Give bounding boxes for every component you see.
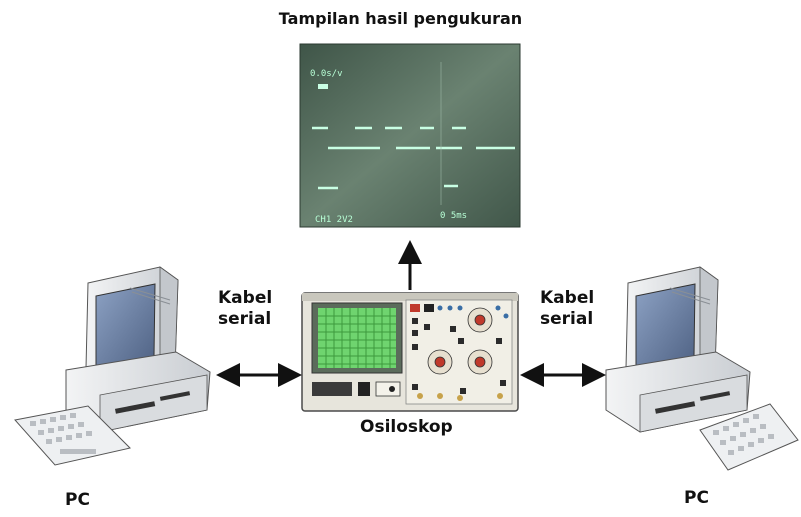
trace-lower xyxy=(318,184,458,190)
cable-label-left-line2: serial xyxy=(218,309,272,329)
readout-bottom-left: CH1 2V2 xyxy=(315,215,353,225)
cable-label-right: Kabel serial xyxy=(540,288,594,330)
pc-right-label: PC xyxy=(684,488,709,508)
cable-label-left-line1: Kabel xyxy=(218,288,273,308)
cable-label-left: Kabel serial xyxy=(218,288,272,330)
readout-bottom-right: 0 5ms xyxy=(440,211,467,221)
marker-block xyxy=(318,84,328,89)
oscilloscope-icon xyxy=(301,292,519,412)
pc-left-icon xyxy=(14,266,211,466)
display-title: Tampilan hasil pengukuran xyxy=(278,9,523,28)
pc-right-icon xyxy=(605,266,799,471)
pc-left-label: PC xyxy=(65,490,90,510)
oscilloscope-label: Osiloskop xyxy=(360,417,453,437)
cable-label-right-line1: Kabel xyxy=(540,288,595,308)
cable-label-right-line2: serial xyxy=(540,309,594,329)
measurement-display: 0.0s/v CH1 2V2 0 5ms xyxy=(299,43,521,228)
readout-top-left: 0.0s/v xyxy=(310,69,343,79)
